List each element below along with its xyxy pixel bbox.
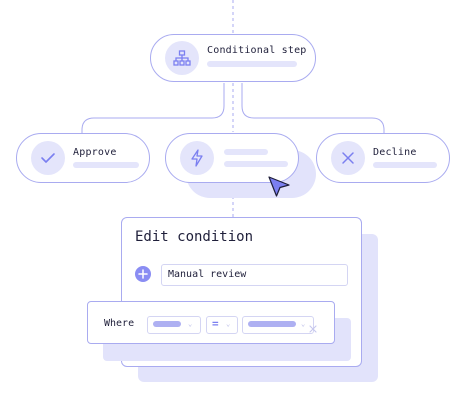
chevron-down-icon: ⌄ bbox=[188, 320, 193, 328]
remove-condition-icon[interactable] bbox=[309, 318, 319, 333]
lightning-icon bbox=[180, 141, 214, 175]
add-condition-icon[interactable] bbox=[135, 266, 151, 282]
panel-title: Edit condition bbox=[135, 229, 254, 245]
approve-node[interactable]: Approve bbox=[16, 133, 150, 183]
hierarchy-icon bbox=[165, 41, 199, 75]
approve-label: Approve bbox=[73, 147, 117, 158]
conditional-step-label: Conditional step bbox=[207, 45, 307, 56]
conditional-step-node[interactable]: Conditional step bbox=[150, 34, 316, 82]
value-select[interactable]: ⌄ bbox=[242, 316, 314, 334]
action-node[interactable] bbox=[165, 133, 299, 183]
placeholder-bar bbox=[224, 161, 288, 167]
cursor-arrow-icon bbox=[268, 176, 290, 197]
close-icon bbox=[331, 141, 365, 175]
condition-value-text: Manual review bbox=[168, 269, 247, 280]
condition-value-field[interactable]: Manual review bbox=[161, 264, 348, 286]
decline-node[interactable]: Decline bbox=[316, 133, 450, 183]
operator-text: = bbox=[212, 317, 219, 330]
decline-label: Decline bbox=[373, 147, 417, 158]
where-row: Where ⌄ = ⌄ ⌄ bbox=[87, 301, 335, 344]
placeholder-bar bbox=[207, 61, 297, 67]
where-label: Where bbox=[104, 318, 135, 329]
chevron-down-icon: ⌄ bbox=[226, 320, 231, 328]
checkmark-icon bbox=[31, 141, 65, 175]
operator-select[interactable]: = ⌄ bbox=[206, 316, 238, 334]
placeholder-bar bbox=[73, 162, 139, 168]
field-select[interactable]: ⌄ bbox=[147, 316, 201, 334]
chevron-down-icon: ⌄ bbox=[301, 320, 306, 328]
placeholder-bar bbox=[224, 149, 268, 155]
placeholder-bar bbox=[373, 162, 437, 168]
